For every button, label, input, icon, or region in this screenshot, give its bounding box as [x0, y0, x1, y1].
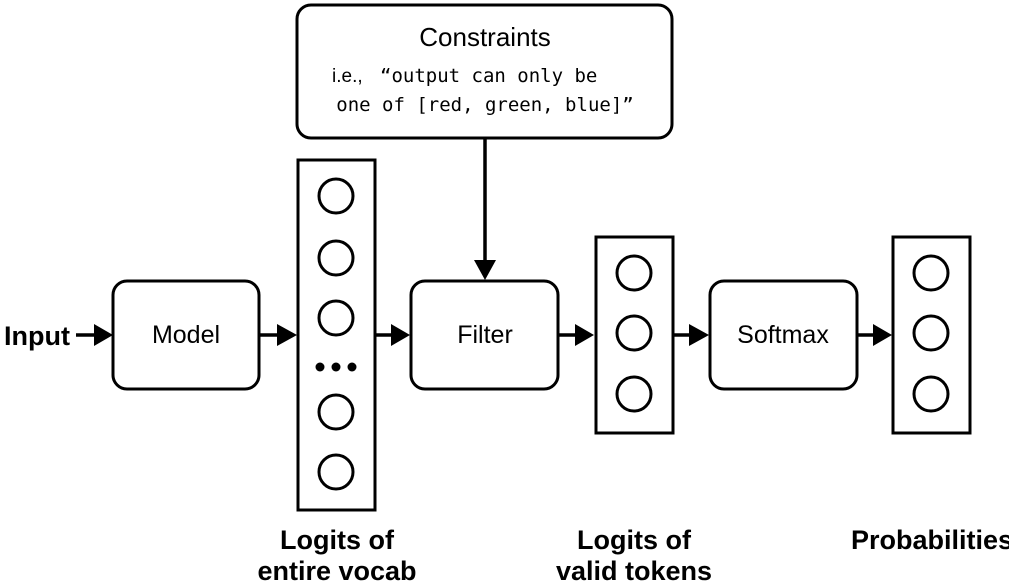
valid-caption-line1: Logits of	[577, 525, 692, 555]
probabilities-column	[891, 235, 972, 435]
probability-node	[912, 314, 950, 352]
softmax-to-probabilities-arrow	[857, 324, 892, 346]
filter-to-valid-arrow	[558, 324, 594, 346]
constraints-title: Constraints	[419, 22, 551, 52]
constraints-example-line1: “output can only be	[380, 65, 597, 87]
ellipsis-dot	[331, 362, 341, 372]
vocab-logit-node	[317, 453, 355, 491]
vocab-logit-node	[317, 177, 355, 215]
softmax-label: Softmax	[737, 321, 829, 349]
vocab-logit-node	[317, 299, 355, 337]
probability-node	[912, 375, 950, 413]
constraints-example-line2: one of [red, green, blue]”	[336, 94, 633, 116]
probabilities-caption: Probabilities	[851, 525, 1009, 555]
ellipsis-dot	[315, 362, 325, 372]
softmax-box: Softmax	[708, 279, 859, 391]
vocab-logit-node	[317, 393, 355, 431]
valid-logit-node	[615, 254, 653, 292]
valid-logit-node	[615, 375, 653, 413]
vocab-logit-node	[317, 239, 355, 277]
input-to-model-arrow	[76, 324, 113, 346]
filter-label: Filter	[457, 321, 513, 349]
valid-to-softmax-arrow	[673, 324, 709, 346]
model-to-vocab-arrow	[259, 324, 297, 346]
vocab-caption-line2: entire vocab	[257, 556, 416, 586]
valid-caption-line2: valid tokens	[556, 556, 712, 586]
probability-node	[912, 254, 950, 292]
valid-logit-node	[615, 314, 653, 352]
filter-box: Filter	[409, 279, 560, 391]
constraints-box: Constraints i.e., “output can only be on…	[295, 3, 674, 140]
vocab-logits-column	[296, 158, 377, 512]
vocab-to-filter-arrow	[375, 324, 410, 346]
constraints-to-filter-arrow	[474, 138, 496, 280]
model-box: Model	[111, 279, 261, 391]
valid-logits-column	[594, 235, 675, 435]
ellipsis-dot	[347, 362, 357, 372]
vocab-caption-line1: Logits of	[280, 525, 395, 555]
model-label: Model	[152, 321, 220, 349]
input-label: Input	[4, 321, 70, 351]
constraints-example-prefix: i.e.,	[332, 66, 363, 87]
